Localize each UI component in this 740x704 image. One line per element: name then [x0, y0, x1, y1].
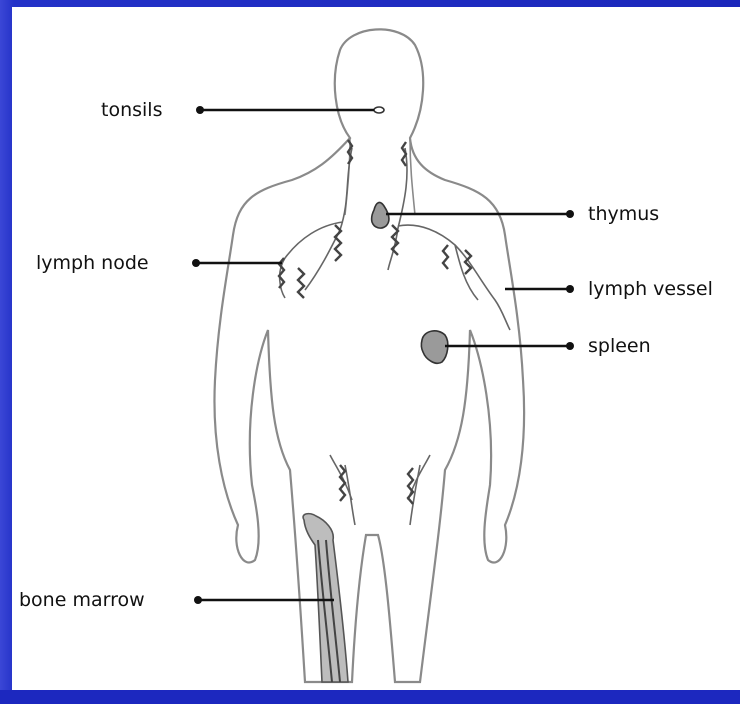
label-bone-marrow: bone marrow — [19, 589, 145, 611]
diagram-panel: tonsils thymus lymph node lymph vessel s… — [12, 7, 740, 690]
bottom-border — [0, 690, 740, 704]
label-tonsils: tonsils — [101, 99, 162, 121]
lymphatic-system-diagram: tonsils thymus lymph node lymph vessel s… — [12, 7, 740, 690]
thigh-bone — [303, 514, 348, 682]
label-spleen: spleen — [588, 335, 651, 357]
body-outline — [214, 29, 524, 682]
lymph-node-clusters — [279, 140, 471, 504]
spleen-organ — [421, 331, 447, 363]
label-lymph-vessel: lymph vessel — [588, 278, 713, 300]
label-lymph-node: lymph node — [36, 252, 149, 274]
leader-lines — [192, 106, 574, 604]
lymph-vessels — [280, 148, 510, 525]
label-thymus: thymus — [588, 203, 659, 225]
tonsils-organ — [374, 107, 384, 113]
